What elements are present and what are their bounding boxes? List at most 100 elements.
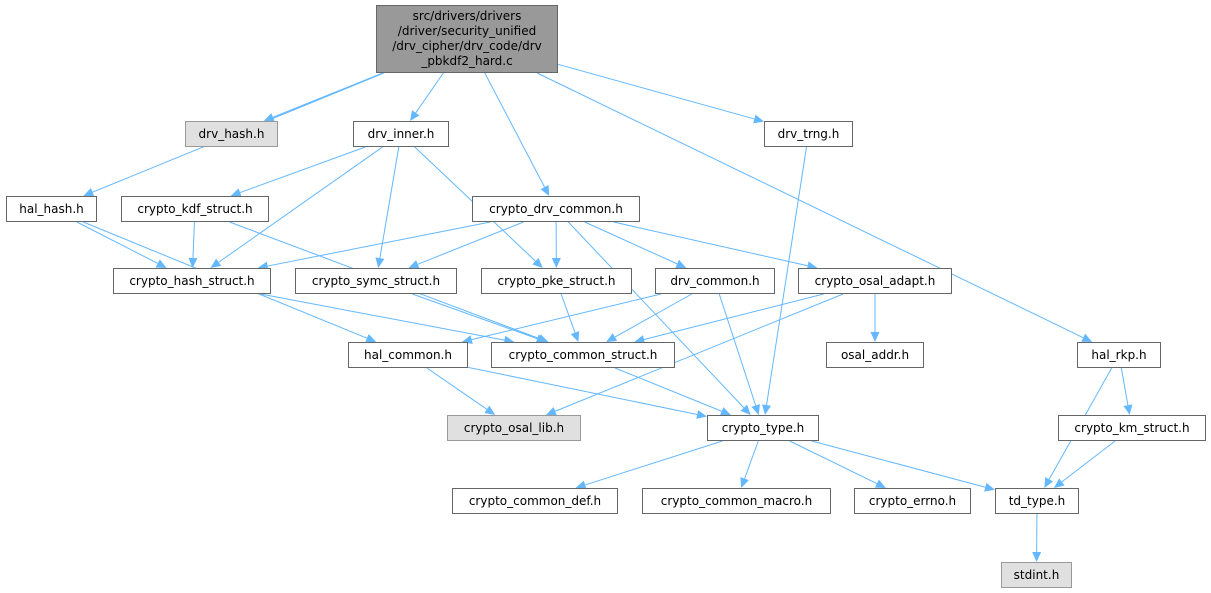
edge-root-to-hal_rkp [536, 72, 1084, 339]
arrowhead-icon [740, 477, 749, 488]
node-crypto-symc-struct[interactable]: crypto_symc_struct.h [295, 268, 457, 294]
edge-root-to-drv_hash [272, 72, 383, 118]
node-stdint[interactable]: stdint.h [1001, 562, 1072, 588]
edge-crypto_drv_common-to-drv_common [584, 221, 678, 265]
arrowhead-icon [634, 335, 646, 344]
node-crypto-drv-common[interactable]: crypto_drv_common.h [472, 196, 640, 222]
node-hal-hash[interactable]: hal_hash.h [6, 196, 97, 222]
arrowhead-icon [155, 259, 167, 268]
arrowhead-icon [1123, 404, 1133, 415]
node-label: src/drivers/drivers /driver/security_uni… [392, 9, 542, 68]
node-root[interactable]: src/drivers/drivers /driver/security_uni… [376, 5, 558, 73]
edge-crypto_osal_adapt-to-crypto_common_struct [643, 293, 824, 341]
edge-root-to-crypto_drv_common [484, 72, 545, 188]
arrowhead-icon [540, 185, 550, 196]
node-crypto-common-macro[interactable]: crypto_common_macro.h [642, 488, 831, 514]
arrowhead-icon [188, 257, 198, 268]
edge-root-to-drv_trng [557, 63, 755, 120]
arrowhead-icon [365, 334, 377, 343]
edge-crypto_type-to-crypto_errno [789, 440, 878, 485]
node-crypto-osal-lib[interactable]: crypto_osal_lib.h [447, 415, 581, 441]
node-label: crypto_pke_struct.h [497, 273, 616, 288]
arrowhead-icon [675, 259, 687, 268]
node-crypto-kdf-struct[interactable]: crypto_kdf_struct.h [121, 196, 269, 222]
node-osal-addr[interactable]: osal_addr.h [826, 342, 924, 368]
node-drv-trng[interactable]: drv_trng.h [764, 121, 853, 147]
node-crypto-km-struct[interactable]: crypto_km_struct.h [1058, 415, 1206, 441]
arrowhead-icon [545, 407, 557, 416]
node-label: crypto_symc_struct.h [311, 273, 441, 288]
arrowhead-icon [570, 331, 580, 342]
node-hal-common[interactable]: hal_common.h [348, 342, 468, 368]
arrowhead-icon [375, 257, 385, 268]
arrowhead-icon [230, 188, 242, 197]
arrowhead-icon [1053, 478, 1065, 488]
edge-drv_common-to-crypto_type [718, 293, 757, 406]
edge-crypto_type-to-crypto_common_macro [744, 440, 759, 479]
node-crypto-common-struct[interactable]: crypto_common_struct.h [491, 342, 675, 368]
arrowhead-icon [83, 188, 95, 197]
arrowhead-icon [484, 405, 496, 415]
edge-crypto_common_struct-to-crypto_type [614, 367, 722, 412]
arrowhead-icon [535, 334, 547, 343]
node-drv-inner[interactable]: drv_inner.h [353, 121, 449, 147]
node-td-type[interactable]: td_type.h [995, 488, 1079, 514]
edge-drv_common-to-crypto_common_struct [614, 293, 693, 338]
node-label: hal_rkp.h [1091, 347, 1147, 362]
node-drv-hash[interactable]: drv_hash.h [185, 121, 278, 147]
node-crypto-type[interactable]: crypto_type.h [707, 415, 819, 441]
edge-drv_inner-to-crypto_symc_struct [379, 146, 400, 259]
node-label: crypto_osal_adapt.h [814, 273, 936, 288]
node-label: hal_common.h [364, 347, 452, 362]
arrowhead-icon [408, 260, 420, 269]
node-drv-common[interactable]: drv_common.h [655, 268, 775, 294]
arrowhead-icon [870, 332, 880, 342]
node-crypto-hash-struct[interactable]: crypto_hash_struct.h [113, 268, 271, 294]
arrowhead-icon [751, 404, 760, 415]
node-label: osal_addr.h [840, 347, 910, 362]
arrowhead-icon [606, 333, 618, 342]
edge-crypto_drv_common-to-crypto_symc_struct [417, 221, 524, 265]
node-label: crypto_common_macro.h [660, 493, 813, 508]
arrowhead-icon [696, 410, 707, 419]
node-label: crypto_type.h [721, 420, 805, 435]
node-label: drv_trng.h [777, 126, 840, 141]
arrowhead-icon [762, 404, 771, 415]
edge-crypto_drv_common-to-crypto_osal_adapt [613, 221, 808, 267]
node-crypto-pke-struct[interactable]: crypto_pke_struct.h [481, 268, 632, 294]
arrowhead-icon [575, 480, 587, 490]
edge-crypto_hash_struct-to-crypto_common_struct [260, 293, 505, 341]
edge-drv_inner-to-crypto_hash_struct [218, 146, 383, 263]
arrowhead-icon [1032, 551, 1042, 562]
node-label: drv_common.h [670, 273, 760, 288]
node-crypto-errno[interactable]: crypto_errno.h [854, 488, 971, 514]
arrowhead-icon [551, 257, 561, 268]
edge-root-to-drv_inner [415, 72, 444, 114]
edge-crypto_type-to-crypto_common_def [584, 440, 723, 486]
arrowhead-icon [719, 407, 731, 416]
node-crypto-osal-adapt[interactable]: crypto_osal_adapt.h [798, 268, 952, 294]
node-label: hal_hash.h [19, 201, 84, 216]
node-label: crypto_hash_struct.h [129, 273, 255, 288]
node-label: stdint.h [1013, 567, 1060, 582]
edge-crypto_osal_adapt-to-crypto_osal_lib [554, 293, 844, 412]
edge-drv_inner-to-crypto_kdf_struct [239, 146, 366, 194]
edge-crypto_symc_struct-to-crypto_common_struct [412, 293, 538, 340]
edge-hal_hash-to-crypto_hash_struct [76, 221, 158, 264]
node-label: crypto_common_struct.h [508, 347, 658, 362]
node-label: crypto_km_struct.h [1074, 420, 1190, 435]
arrowhead-icon [806, 261, 818, 271]
edge-drv_trng-to-crypto_type [766, 146, 807, 406]
edge-hal_common-to-crypto_osal_lib [426, 367, 488, 410]
arrowhead-icon [1044, 477, 1054, 488]
edge-hal_rkp-to-crypto_km_struct [1120, 367, 1129, 406]
node-label: crypto_common_def.h [468, 493, 602, 508]
arrowhead-icon [461, 335, 473, 345]
edge-drv_common-to-hal_common [471, 293, 662, 341]
arrowhead-icon [753, 114, 764, 124]
edge-crypto_type-to-td_type [811, 440, 986, 488]
edge-crypto_drv_common-to-crypto_type [567, 221, 745, 409]
node-hal-rkp[interactable]: hal_rkp.h [1077, 342, 1161, 368]
arrowhead-icon [1081, 333, 1093, 342]
node-crypto-common-def[interactable]: crypto_common_def.h [452, 488, 618, 514]
